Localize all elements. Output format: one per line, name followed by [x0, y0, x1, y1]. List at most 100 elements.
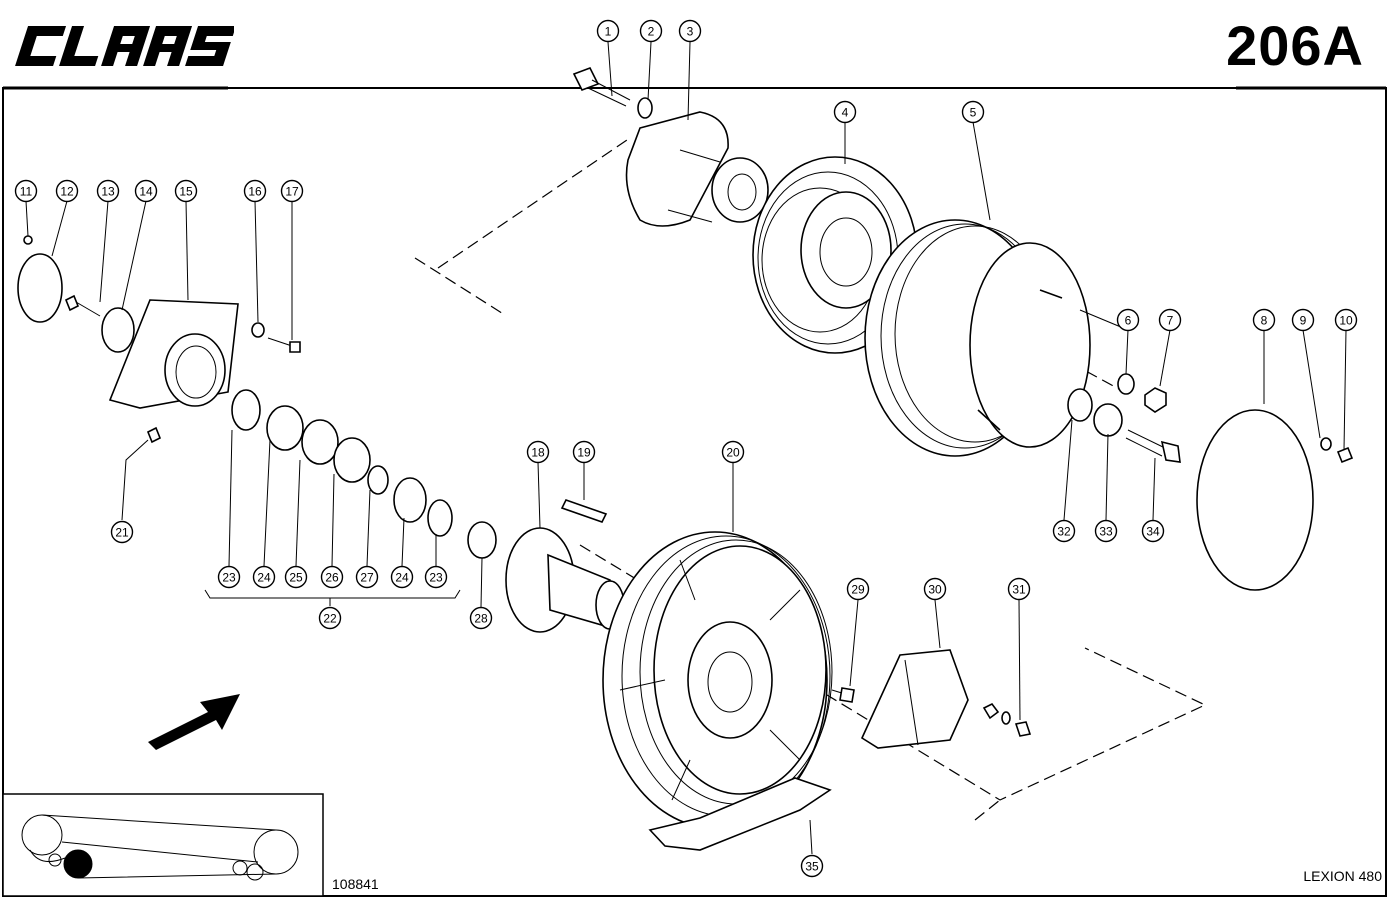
leader-lines: [25, 41, 1347, 855]
callout-label: 5: [970, 106, 977, 120]
model-label: LEXION 480: [1303, 868, 1382, 884]
callout-bubble: [355, 565, 379, 589]
bolt-part: [1125, 429, 1181, 463]
circlip-part: [333, 437, 371, 483]
washer-part: [637, 97, 653, 119]
shaft-flange-part: [505, 527, 625, 633]
callout-label: 20: [726, 446, 740, 460]
callout-bubble: [390, 565, 414, 589]
callout-bubble: [846, 577, 870, 601]
callout-label: 27: [360, 571, 374, 585]
callout-label: 23: [429, 571, 443, 585]
page-frame: [2, 87, 1387, 897]
callout-bubble: [1158, 308, 1182, 332]
callout-6: 6: [1116, 308, 1140, 332]
callout-label: 16: [248, 185, 262, 199]
spacer-part: [1093, 403, 1123, 437]
claas-logo: [14, 20, 234, 72]
callout-label: 32: [1057, 525, 1071, 539]
bearing-cup-part: [266, 405, 304, 451]
callout-24b: 24: [390, 565, 414, 589]
drum-pulley-part: [864, 219, 1091, 457]
callout-label: 21: [115, 526, 129, 540]
bolt-part: [1336, 446, 1354, 464]
callout-bubble: [280, 179, 304, 203]
page-number: 206A: [1226, 14, 1364, 77]
callout-28: 28: [469, 606, 493, 630]
callout-24a: 24: [252, 565, 276, 589]
callout-bubble: [14, 179, 38, 203]
callout-bubble: [1007, 577, 1031, 601]
callout-bubble: [1334, 308, 1358, 332]
callout-1: 1: [596, 19, 620, 43]
callout-bubble: [526, 440, 550, 464]
grease-nipple-part: [146, 426, 162, 444]
callout-label: 29: [851, 583, 865, 597]
locator-inset: [2, 793, 324, 897]
washer-part: [1117, 373, 1135, 395]
callout-label: 9: [1300, 314, 1307, 328]
callout-label: 31: [1012, 583, 1026, 597]
callout-23b: 23: [424, 565, 448, 589]
bearing-housing-part: [108, 299, 239, 409]
washer-part: [1320, 437, 1332, 451]
taper-bearing-part: [427, 499, 453, 537]
bolt-part: [1014, 721, 1032, 737]
bolt-part: [831, 687, 855, 703]
callout-label: 23: [222, 571, 236, 585]
callout-label: 11: [20, 185, 33, 199]
callout-label: 35: [805, 860, 819, 874]
callout-4: 4: [833, 100, 857, 124]
callout-17: 17: [280, 179, 304, 203]
flange-hub-part: [625, 111, 769, 227]
callout-bubble: [55, 179, 79, 203]
callout-22: 22: [318, 606, 342, 630]
callout-label: 18: [531, 446, 545, 460]
bolt-part: [572, 66, 631, 107]
callout-3: 3: [678, 19, 702, 43]
callout-12: 12: [55, 179, 79, 203]
callout-bubble: [961, 100, 985, 124]
callout-bubble: [1052, 519, 1076, 543]
callout-bubble: [639, 19, 663, 43]
callout-27: 27: [355, 565, 379, 589]
ring-part: [367, 465, 389, 495]
callout-7: 7: [1158, 308, 1182, 332]
callout-13: 13: [96, 179, 120, 203]
callout-bubble: [678, 19, 702, 43]
callout-bubble: [1116, 308, 1140, 332]
callout-label: 13: [101, 185, 115, 199]
callout-21: 21: [110, 520, 134, 544]
claas-logo-mark: [15, 26, 234, 66]
callout-label: 1: [605, 25, 612, 39]
seal-cap-part: [101, 307, 135, 353]
callout-8: 8: [1252, 308, 1276, 332]
callout-18: 18: [526, 440, 550, 464]
callout-11: 11: [14, 179, 38, 203]
callout-label: 34: [1146, 525, 1160, 539]
callout-20: 20: [721, 440, 745, 464]
callout-bubble: [320, 565, 344, 589]
callout-35: 35: [800, 854, 824, 878]
circlip-part: [301, 419, 339, 465]
callout-14: 14: [134, 179, 158, 203]
callout-label: 4: [842, 106, 849, 120]
callout-25: 25: [284, 565, 308, 589]
washer-part: [1001, 711, 1011, 725]
callout-bubble: [800, 854, 824, 878]
callout-bubble: [96, 179, 120, 203]
callout-bubble: [110, 520, 134, 544]
callout-5: 5: [961, 100, 985, 124]
callout-bubble: [572, 440, 596, 464]
callout-bubble: [243, 179, 267, 203]
ring-part: [1067, 388, 1093, 422]
highlighted-pulley-marker: [63, 849, 93, 879]
bolt-part: [267, 337, 301, 353]
nut-part: [1144, 387, 1167, 413]
callout-bubble: [1291, 308, 1315, 332]
callout-label: 24: [257, 571, 271, 585]
bolt-part: [64, 294, 101, 317]
callout-label: 26: [325, 571, 339, 585]
callout-label: 30: [928, 583, 942, 597]
